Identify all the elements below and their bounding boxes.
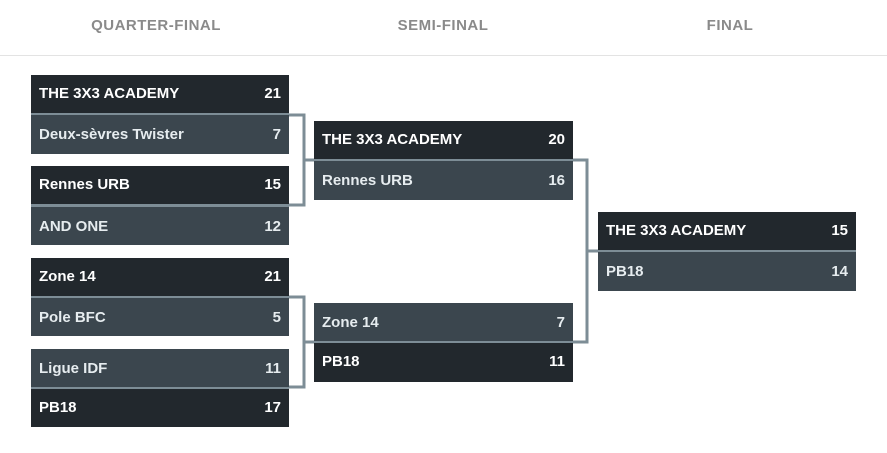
team-score: 7: [272, 126, 281, 143]
team-name: Pole BFC: [39, 309, 106, 326]
sf2-team2-row[interactable]: PB18 11: [314, 343, 573, 382]
connector-qf1-qf2: [289, 113, 306, 207]
team-score: 21: [264, 85, 281, 102]
team-score: 17: [264, 399, 281, 416]
sf1-team2-row[interactable]: Rennes URB 16: [314, 161, 573, 200]
team-name: Zone 14: [39, 268, 96, 285]
final-team2-row[interactable]: PB18 14: [598, 252, 856, 291]
team-score: 12: [264, 218, 281, 235]
team-name: Rennes URB: [322, 172, 413, 189]
team-score: 15: [264, 176, 281, 193]
team-score: 15: [831, 222, 848, 239]
sf2-team1-row[interactable]: Zone 14 7: [314, 303, 573, 341]
qf2-team2-row[interactable]: AND ONE 12: [31, 207, 289, 245]
team-score: 21: [264, 268, 281, 285]
team-name: Rennes URB: [39, 176, 130, 193]
team-name: Deux-sèvres Twister: [39, 126, 184, 143]
connector-sf1-sf2: [573, 158, 589, 344]
team-name: THE 3X3 ACADEMY: [39, 85, 180, 102]
team-name: Ligue IDF: [39, 360, 108, 377]
team-name: PB18: [606, 263, 644, 280]
team-score: 14: [831, 263, 848, 280]
sf1-team1-row[interactable]: THE 3X3 ACADEMY 20: [314, 121, 573, 159]
qf1-team1-row[interactable]: THE 3X3 ACADEMY 21: [31, 75, 289, 113]
team-name: PB18: [322, 353, 360, 370]
team-score: 11: [549, 353, 565, 370]
team-score: 5: [272, 309, 281, 326]
qf2-team1-row[interactable]: Rennes URB 15: [31, 166, 289, 204]
final-team1-row[interactable]: THE 3X3 ACADEMY 15: [598, 212, 856, 250]
team-name: THE 3X3 ACADEMY: [322, 131, 463, 148]
qf4-team2-row[interactable]: PB18 17: [31, 389, 289, 427]
team-score: 16: [548, 172, 565, 189]
team-name: PB18: [39, 399, 77, 416]
team-name: THE 3X3 ACADEMY: [606, 222, 747, 239]
qf1-team2-row[interactable]: Deux-sèvres Twister 7: [31, 115, 289, 154]
qf3-team2-row[interactable]: Pole BFC 5: [31, 298, 289, 336]
team-name: Zone 14: [322, 314, 379, 331]
round-title-final: FINAL: [706, 17, 754, 34]
team-score: 7: [556, 314, 565, 331]
team-score: 20: [548, 131, 565, 148]
qf3-team1-row[interactable]: Zone 14 21: [31, 258, 289, 296]
connector-qf3-qf4: [289, 295, 306, 389]
team-name: AND ONE: [39, 218, 109, 235]
team-score: 11: [265, 360, 281, 377]
round-title-quarter-final: QUARTER-FINAL: [91, 17, 221, 34]
qf4-team1-row[interactable]: Ligue IDF 11: [31, 349, 289, 387]
round-header: QUARTER-FINAL SEMI-FINAL FINAL: [0, 0, 887, 56]
round-title-semi-final: SEMI-FINAL: [397, 17, 489, 34]
